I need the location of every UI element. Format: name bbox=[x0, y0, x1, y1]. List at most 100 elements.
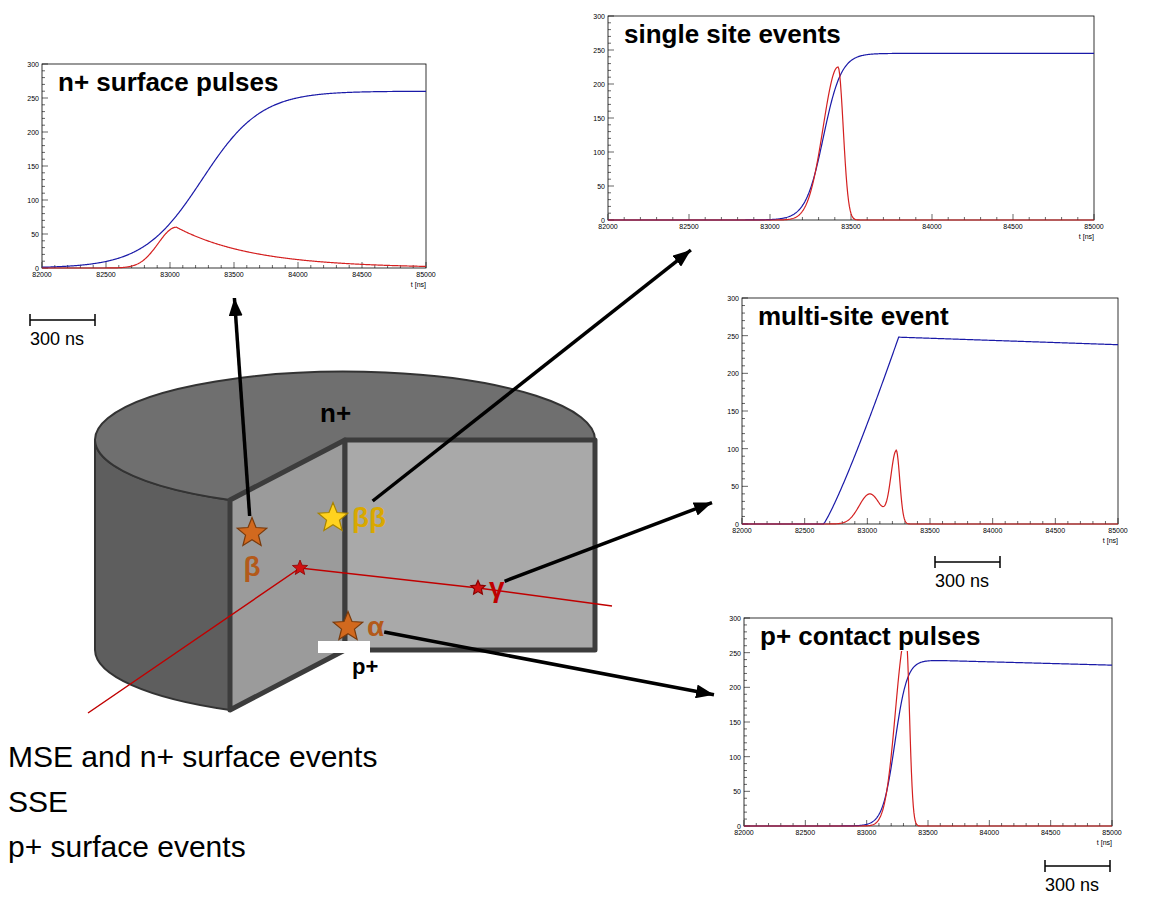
axis-tick-label: 50 bbox=[31, 231, 39, 238]
axis-tick-label: 83000 bbox=[160, 271, 179, 278]
plot-title: multi-site event bbox=[756, 302, 951, 331]
axis-tick-label: 150 bbox=[593, 115, 605, 122]
axis-tick-label: 85000 bbox=[1084, 223, 1103, 230]
star-marker bbox=[316, 501, 350, 535]
axis-tick-label: 84000 bbox=[983, 527, 1002, 534]
axis-tick-label: 250 bbox=[727, 332, 739, 339]
axis-title: t [ns] bbox=[1097, 839, 1112, 846]
axis-tick-label: 82000 bbox=[32, 271, 51, 278]
axis-tick-label: 50 bbox=[733, 788, 741, 795]
axis-tick-label: 200 bbox=[727, 370, 739, 377]
star-marker bbox=[331, 610, 365, 644]
axis-tick-label: 85000 bbox=[416, 271, 435, 278]
plot-panel: p+ contact pulses bbox=[714, 612, 1126, 856]
axis-tick-label: 150 bbox=[729, 719, 741, 726]
scale-bar bbox=[30, 314, 95, 326]
pulse-plot bbox=[744, 618, 1112, 826]
axis-title: t [ns] bbox=[1103, 537, 1118, 544]
note-text: MSE and n+ surface events bbox=[8, 742, 377, 772]
particle-label: α bbox=[367, 612, 384, 643]
star-marker bbox=[469, 579, 487, 597]
axis-tick-label: 0 bbox=[737, 823, 741, 830]
charge-pulse bbox=[608, 53, 1094, 220]
pointer-arrow bbox=[373, 250, 691, 501]
scale-label: 300 ns bbox=[1045, 876, 1099, 894]
axis-tick-label: 200 bbox=[729, 684, 741, 691]
plot-frame bbox=[608, 16, 1094, 220]
axis-tick-label: 0 bbox=[601, 217, 605, 224]
charge-pulse bbox=[742, 337, 1118, 524]
axis-tick-label: 300 bbox=[593, 13, 605, 20]
axis-tick-label: 50 bbox=[731, 483, 739, 490]
axis-tick-label: 82000 bbox=[734, 829, 753, 836]
plot-panel: n+ surface pulses bbox=[12, 58, 440, 298]
axis-tick-label: 300 bbox=[27, 61, 39, 68]
axis-tick-label: 250 bbox=[593, 47, 605, 54]
pointer-arrow bbox=[505, 503, 712, 582]
axis-tick-label: 82000 bbox=[598, 223, 617, 230]
scale-bar bbox=[935, 556, 1000, 568]
interaction-marker: α bbox=[331, 610, 384, 644]
axis-tick-label: 200 bbox=[593, 81, 605, 88]
pulse-plot bbox=[742, 298, 1118, 524]
axis-tick-label: 300 bbox=[727, 295, 739, 302]
cut-face-right bbox=[345, 440, 595, 650]
axis-tick-label: 84000 bbox=[288, 271, 307, 278]
star-marker bbox=[235, 516, 269, 550]
axis-tick-label: 0 bbox=[735, 521, 739, 528]
axis-tick-label: 84500 bbox=[1041, 829, 1060, 836]
interaction-marker: ββ bbox=[316, 501, 386, 535]
axis-tick-label: 83000 bbox=[858, 527, 877, 534]
particle-label: β bbox=[243, 552, 260, 583]
axis-tick-label: 150 bbox=[27, 163, 39, 170]
axis-tick-label: 50 bbox=[597, 183, 605, 190]
axis-tick-label: 100 bbox=[729, 753, 741, 760]
plot-frame bbox=[742, 298, 1118, 524]
interaction-point bbox=[292, 560, 307, 574]
charge-pulse bbox=[744, 661, 1112, 826]
scale-bar bbox=[1045, 860, 1110, 872]
pointer-arrow bbox=[234, 298, 249, 516]
axis-tick-label: 83500 bbox=[841, 223, 860, 230]
note-text: p+ surface events bbox=[8, 832, 246, 862]
axis-tick-label: 250 bbox=[27, 95, 39, 102]
pointer-arrow bbox=[384, 632, 714, 695]
interaction-marker: β bbox=[235, 516, 269, 583]
axis-ticks bbox=[742, 298, 1118, 524]
axis-tick-label: 84000 bbox=[922, 223, 941, 230]
axis-ticks bbox=[744, 618, 1112, 826]
note-text: SSE bbox=[8, 787, 68, 817]
plot-title: n+ surface pulses bbox=[56, 68, 280, 97]
axis-tick-label: 100 bbox=[727, 445, 739, 452]
axis-title: t [ns] bbox=[411, 281, 426, 288]
axis-tick-label: 85000 bbox=[1102, 829, 1121, 836]
axis-tick-label: 100 bbox=[27, 197, 39, 204]
axis-tick-label: 82500 bbox=[796, 829, 815, 836]
plot-frame bbox=[744, 618, 1112, 826]
current-pulse bbox=[42, 227, 426, 268]
plot-panel: multi-site event bbox=[712, 292, 1132, 554]
interaction-marker: γ bbox=[469, 573, 505, 604]
axis-tick-label: 83500 bbox=[920, 527, 939, 534]
axis-tick-label: 83000 bbox=[857, 829, 876, 836]
axis-tick-label: 250 bbox=[729, 649, 741, 656]
particle-label: γ bbox=[489, 573, 505, 604]
axis-ticks bbox=[42, 64, 426, 268]
axis-ticks bbox=[608, 16, 1094, 220]
axis-tick-label: 150 bbox=[727, 408, 739, 415]
plot-title: p+ contact pulses bbox=[758, 622, 982, 651]
gamma-track bbox=[88, 568, 612, 713]
plot-frame bbox=[42, 64, 426, 268]
axis-tick-label: 82000 bbox=[732, 527, 751, 534]
axis-tick-label: 82500 bbox=[96, 271, 115, 278]
axis-tick-label: 83500 bbox=[918, 829, 937, 836]
axis-tick-label: 200 bbox=[27, 129, 39, 136]
particle-label: ββ bbox=[352, 503, 386, 534]
axis-tick-label: 84500 bbox=[352, 271, 371, 278]
axis-tick-label: 83000 bbox=[760, 223, 779, 230]
charge-pulse bbox=[42, 91, 426, 267]
axis-tick-label: 0 bbox=[35, 265, 39, 272]
